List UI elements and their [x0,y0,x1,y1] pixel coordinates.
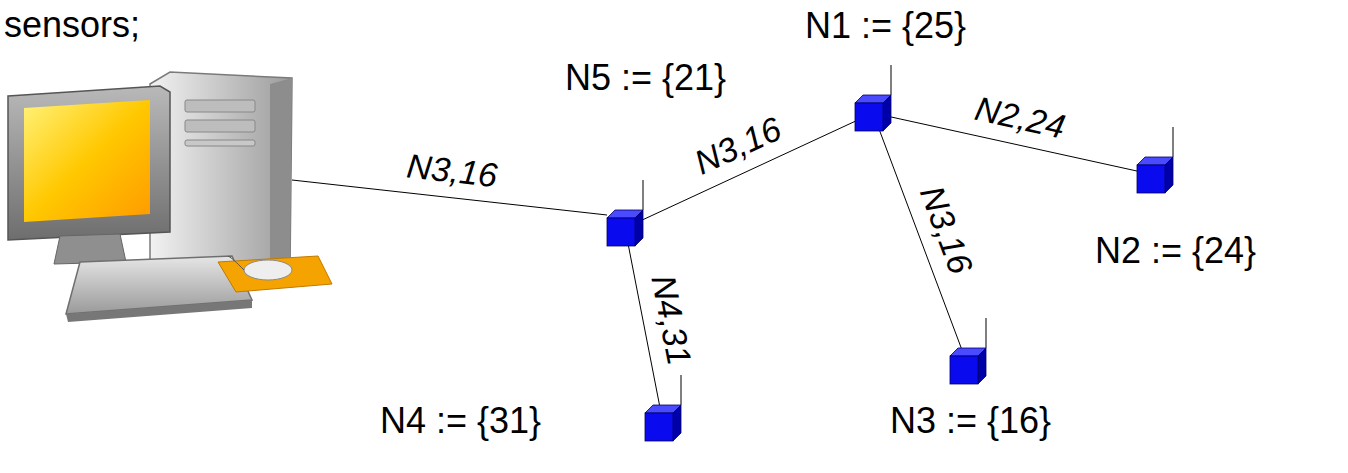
link-label: N3,16 [405,147,499,194]
link-label: N3,16 [912,181,979,279]
link-label: N2,24 [971,90,1068,146]
sensor-cube [855,95,891,131]
sensor-cube [607,210,643,246]
sensor-node: N4 := {31} [645,405,681,441]
sensor-node: N2 := {24} [1137,157,1173,193]
sensor-cube [950,348,986,384]
link-label: N3,16 [689,110,787,182]
sensor-cube [1137,157,1173,193]
sensor-node: N3 := {16} [950,348,986,384]
node-label: N5 := {21} [565,57,726,98]
node-label: N3 := {16} [890,400,1051,441]
sensor-node: N5 := {21} [607,210,643,246]
sensor-node: N1 := {25} [855,95,891,131]
link-label: N4,31 [643,272,697,368]
node-label: N1 := {25} [805,5,966,46]
node-label: N4 := {31} [380,400,541,441]
caption-text: sensors; [4,4,140,45]
node-label: N2 := {24} [1095,230,1256,271]
sensor-cube [645,405,681,441]
